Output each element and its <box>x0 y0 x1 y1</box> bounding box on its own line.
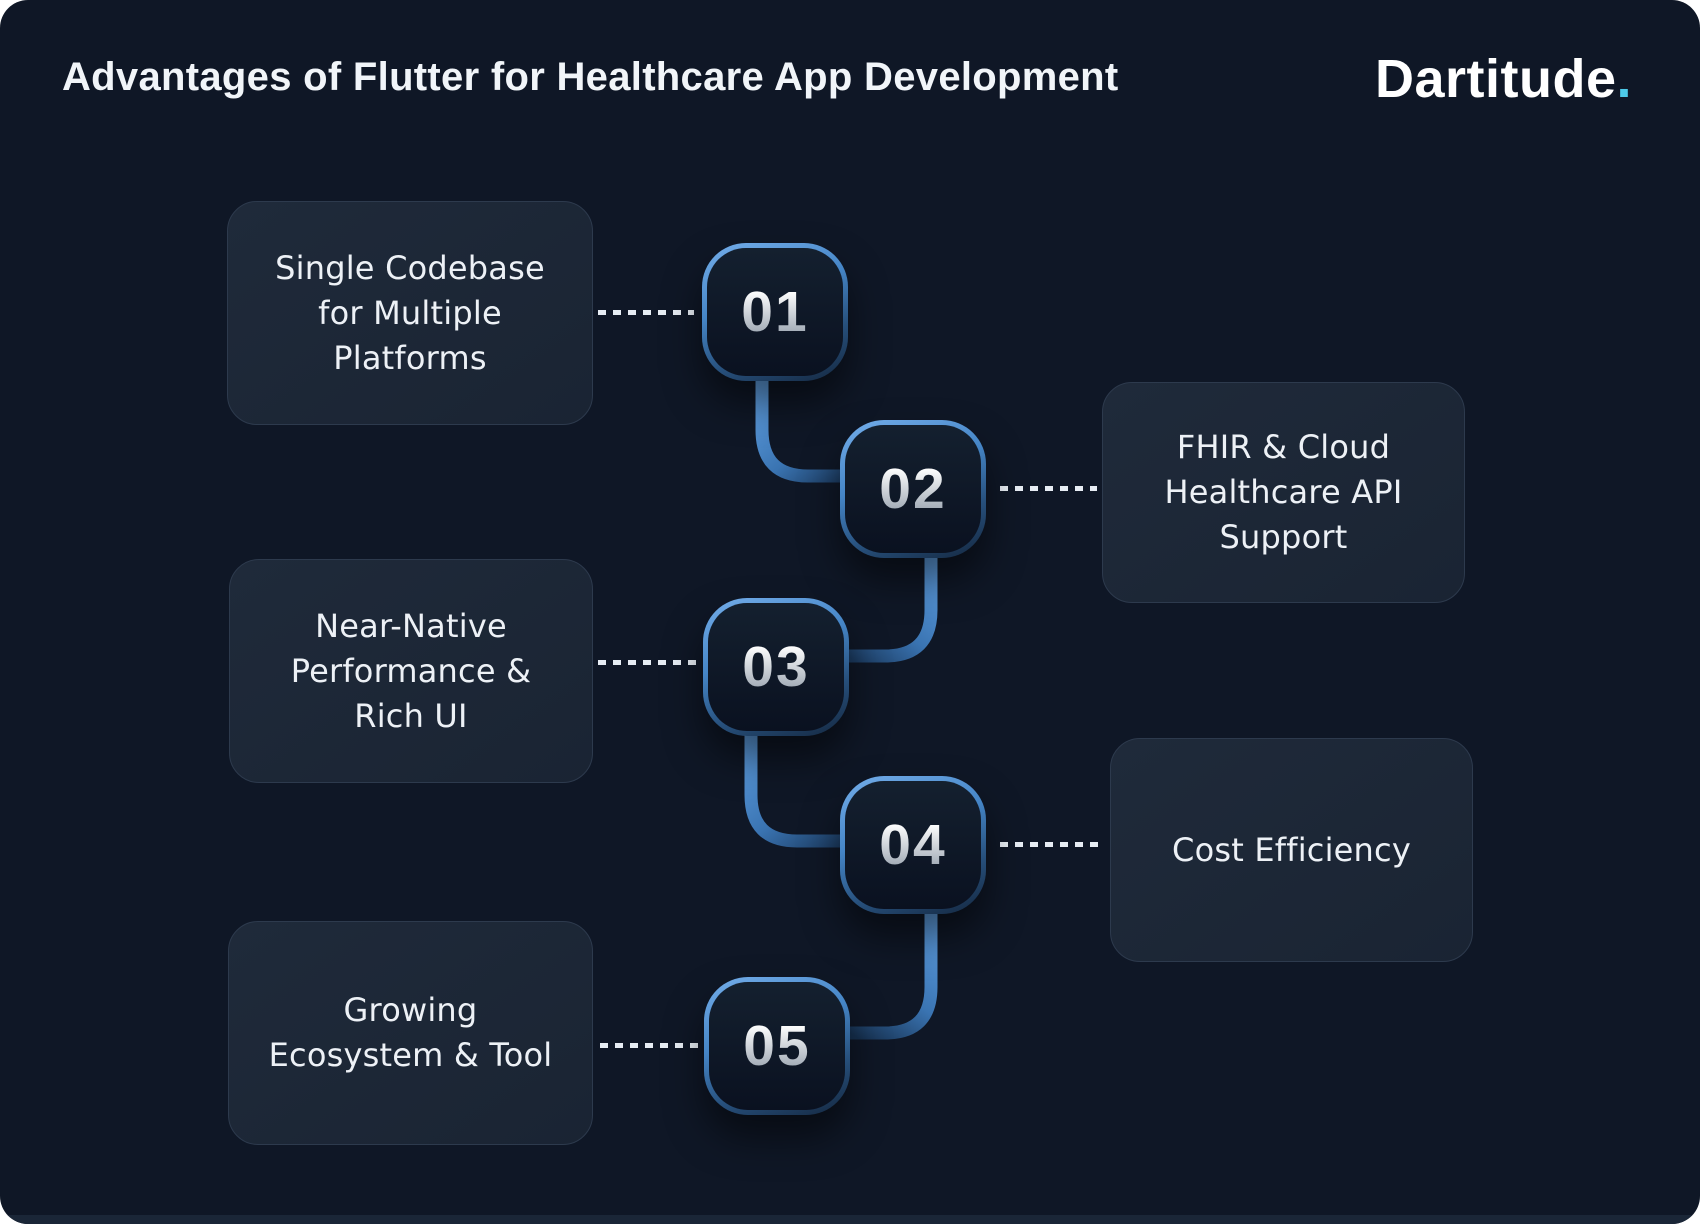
connector-04-05 <box>850 907 938 1040</box>
dotted-link-step2 <box>1000 486 1097 491</box>
step-number: 02 <box>879 457 947 521</box>
page-title: Advantages of Flutter for Healthcare App… <box>62 55 1119 99</box>
dotted-link-step3 <box>598 660 696 665</box>
step-node-inner: 04 <box>845 781 981 909</box>
step-node-05: 05 <box>704 977 850 1115</box>
feature-card-label: Growing Ecosystem & Tool <box>268 991 553 1074</box>
step-number: 04 <box>879 813 947 877</box>
feature-card-cost-efficiency: Cost Efficiency <box>1110 738 1473 962</box>
step-node-inner: 03 <box>708 603 844 731</box>
connector-03-04 <box>744 722 846 848</box>
step-node-inner: 01 <box>707 248 843 376</box>
step-node-03: 03 <box>703 598 849 736</box>
step-node-02: 02 <box>840 420 986 558</box>
brand-name: Dartitude <box>1374 49 1617 109</box>
feature-card-label: Cost Efficiency <box>1172 830 1411 869</box>
dotted-link-step4 <box>1000 842 1102 847</box>
step-number: 05 <box>743 1014 811 1078</box>
step-node-01: 01 <box>702 243 848 381</box>
step-node-inner: 05 <box>709 982 845 1110</box>
feature-card-single-codebase: Single Codebase for Multiple Platforms <box>227 201 593 425</box>
brand-logo: Dartitude. <box>1375 48 1632 110</box>
feature-card-label: Near-Native Performance & Rich UI <box>290 606 532 735</box>
brand-dot: . <box>1616 49 1632 109</box>
feature-card-ecosystem: Growing Ecosystem & Tool <box>228 921 593 1145</box>
dotted-link-step1 <box>598 310 694 315</box>
connector-02-03 <box>848 551 938 663</box>
step-node-inner: 02 <box>845 425 981 553</box>
footer-accent-bar <box>0 1215 1700 1224</box>
step-node-04: 04 <box>840 776 986 914</box>
step-number: 03 <box>742 635 810 699</box>
step-number: 01 <box>741 280 809 344</box>
feature-card-performance: Near-Native Performance & Rich UI <box>229 559 593 783</box>
connector-01-02 <box>755 376 846 483</box>
feature-card-label: Single Codebase for Multiple Platforms <box>275 248 545 377</box>
feature-card-fhir-api: FHIR & Cloud Healthcare API Support <box>1102 382 1465 603</box>
dotted-link-step5 <box>600 1043 698 1048</box>
feature-card-label: FHIR & Cloud Healthcare API Support <box>1164 428 1403 556</box>
